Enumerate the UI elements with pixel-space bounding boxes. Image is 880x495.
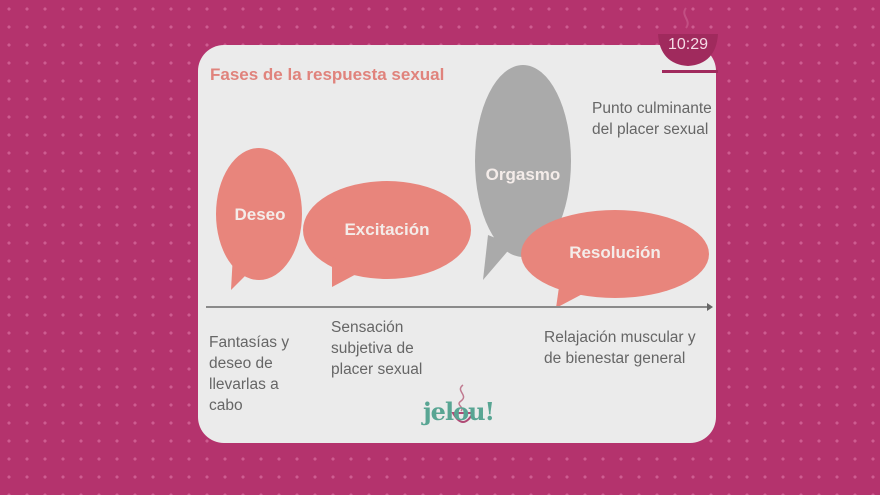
steaming-cup-icon xyxy=(451,384,475,423)
bubble-resolucion: Resolución xyxy=(520,210,710,310)
coffee-cup-icon xyxy=(658,7,718,73)
desc-excitacion: Sensación subjetiva de placer sexual xyxy=(331,319,423,378)
speech-bubble-icon xyxy=(475,65,571,280)
jelou-logo: jelou! xyxy=(423,383,503,433)
slide-title: Fases de la respuesta sexual xyxy=(210,65,445,84)
logo-text: jelou! xyxy=(423,397,495,426)
desc-resolucion: Relajación muscular y de bienestar gener… xyxy=(544,329,696,367)
speech-bubble-icon xyxy=(216,148,302,290)
speech-bubble-icon xyxy=(303,181,471,287)
bubble-label-resolucion: Resolución xyxy=(569,243,661,262)
bubble-orgasmo: Orgasmo xyxy=(473,65,573,285)
speech-bubble-icon xyxy=(521,210,709,308)
bubble-excitacion: Excitación xyxy=(302,179,472,289)
timeline-axis xyxy=(206,306,709,308)
bubble-deseo: Deseo xyxy=(215,142,305,292)
bubble-label-deseo: Deseo xyxy=(234,205,286,224)
desc-orgasmo: Punto culminante del placer sexual xyxy=(592,100,712,138)
clock-time: 10:29 xyxy=(667,36,709,53)
slide-card: Fases de la respuesta sexual Deseo Excit… xyxy=(198,45,716,443)
bubble-label-excitacion: Excitación xyxy=(344,220,430,239)
arrow-right-icon xyxy=(707,303,713,311)
desc-deseo: Fantasías y deseo de llevarlas a cabo xyxy=(209,334,290,414)
bubble-label-orgasmo: Orgasmo xyxy=(485,165,561,184)
